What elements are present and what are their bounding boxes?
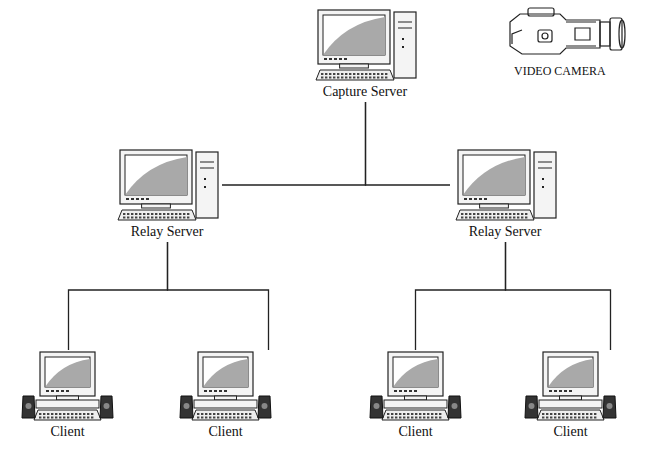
illustration-label: VIDEO CAMERA xyxy=(514,64,606,78)
client-node: Client xyxy=(20,350,115,440)
node-caption: Client xyxy=(368,424,463,440)
video-camera xyxy=(510,8,625,54)
server-node: Relay Server xyxy=(112,148,222,240)
network-link xyxy=(69,242,168,350)
client-computer-icon xyxy=(178,350,273,422)
network-link xyxy=(366,102,451,185)
client-node: Client xyxy=(368,350,463,440)
network-link xyxy=(222,102,366,185)
client-node: Client xyxy=(523,350,618,440)
network-link xyxy=(168,242,269,350)
client-computer-icon xyxy=(368,350,463,422)
server-node: Relay Server xyxy=(450,148,560,240)
server-node: Capture Server xyxy=(310,8,420,100)
node-caption: Client xyxy=(20,424,115,440)
node-caption: Capture Server xyxy=(310,84,420,100)
node-caption: Client xyxy=(178,424,273,440)
server-computer-icon xyxy=(310,8,420,82)
network-link xyxy=(416,242,506,350)
node-caption: Relay Server xyxy=(450,224,560,240)
server-computer-icon xyxy=(450,148,560,222)
client-computer-icon xyxy=(20,350,115,422)
node-caption: Relay Server xyxy=(112,224,222,240)
server-computer-icon xyxy=(112,148,222,222)
network-link xyxy=(506,242,611,350)
client-computer-icon xyxy=(523,350,618,422)
client-node: Client xyxy=(178,350,273,440)
node-caption: Client xyxy=(523,424,618,440)
